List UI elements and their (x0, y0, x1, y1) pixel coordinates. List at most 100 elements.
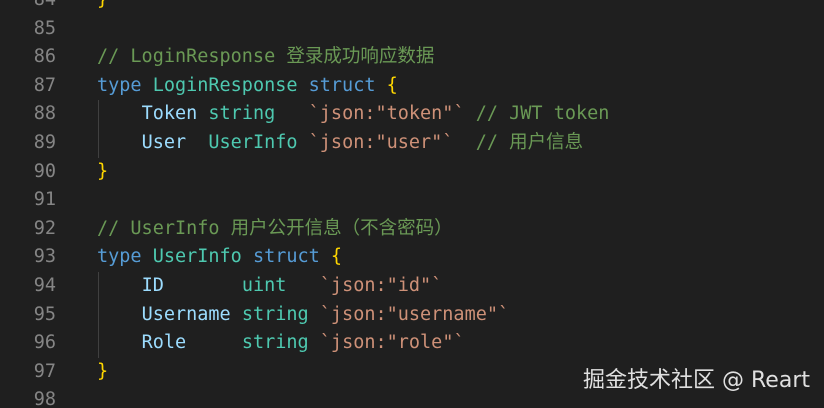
indent-guide (98, 100, 99, 129)
token-kw: struct (308, 74, 376, 96)
code-text: Role string `json:"role"` (97, 329, 465, 358)
token-space (320, 246, 331, 267)
code-text: } (97, 0, 108, 15)
token-cm: // JWT token (475, 103, 610, 125)
token-space (242, 246, 253, 267)
token-kw: type (97, 246, 142, 268)
token-br: } (97, 160, 109, 182)
token-fld: Username (141, 303, 231, 325)
code-line[interactable]: 85 (0, 15, 824, 44)
token-fld: Role (141, 332, 187, 354)
token-space (97, 275, 142, 296)
line-number: 89 (33, 131, 56, 153)
code-line[interactable]: 97} (0, 358, 824, 387)
code-text: User UserInfo `json:"user"` // 用户信息 (97, 129, 584, 158)
token-space (197, 103, 208, 124)
line-number: 90 (33, 160, 56, 182)
token-space (97, 132, 142, 153)
code-line[interactable]: 89 User UserInfo `json:"user"` // 用户信息 (0, 128, 824, 158)
line-number: 86 (33, 46, 56, 68)
code-text: Username string `json:"username"` (97, 301, 510, 330)
code-line[interactable]: 95 Username string `json:"username"` (0, 300, 824, 330)
token-ty: UserInfo (152, 246, 242, 268)
token-ty: UserInfo (208, 131, 298, 153)
code-text: // UserInfo 用户公开信息（不含密码） (97, 215, 453, 244)
token-br: { (386, 74, 398, 96)
code-text: type UserInfo struct { (97, 243, 342, 272)
token-ty: LoginResponse (152, 74, 298, 96)
token-space (142, 75, 153, 96)
code-text: type LoginResponse struct { (97, 72, 398, 101)
code-line[interactable]: 94 ID uint `json:"id"` (0, 271, 824, 301)
code-line[interactable]: 84} (0, 0, 824, 15)
token-fld: ID (141, 274, 164, 296)
line-number: 93 (33, 246, 56, 268)
token-br: } (97, 360, 109, 382)
token-ty: uint (241, 274, 287, 296)
token-str: `json:"token"` (308, 103, 465, 125)
indent-guide (98, 329, 99, 358)
token-space (186, 132, 208, 153)
code-line[interactable]: 88 Token string `json:"token"` // JWT to… (0, 100, 824, 129)
indent-guide (98, 128, 99, 158)
token-ty: string (241, 332, 309, 354)
line-number: 98 (33, 389, 56, 408)
code-line[interactable]: 90} (0, 158, 824, 187)
code-line[interactable]: 96 Role string `json:"role"` (0, 329, 824, 358)
token-br: { (330, 246, 343, 268)
token-space (186, 332, 242, 353)
line-number: 84 (0, 0, 56, 15)
code-text: // LoginResponse 登录成功响应数据 (97, 43, 434, 72)
token-space (375, 75, 386, 96)
code-line[interactable]: 92 // UserInfo 用户公开信息（不含密码） (0, 215, 824, 244)
token-space (231, 304, 242, 325)
code-line[interactable]: 93 type UserInfo struct { (0, 243, 824, 272)
token-space (97, 304, 142, 325)
code-line[interactable]: 91 (0, 186, 824, 215)
token-ty: string (241, 303, 309, 325)
code-text: ID uint `json:"id"` (97, 272, 443, 301)
token-space (275, 103, 308, 124)
code-text: } (97, 358, 108, 387)
token-space (286, 275, 319, 296)
token-space (465, 103, 476, 124)
token-space (142, 246, 153, 267)
token-space (164, 275, 242, 296)
token-str: `json:"username"` (319, 303, 510, 325)
watermark: 掘金技术社区 @ Reart (583, 368, 810, 393)
token-ty: string (208, 103, 276, 125)
token-cm: // 用户信息 (475, 131, 584, 153)
token-fld: User (141, 131, 187, 153)
token-space (453, 132, 475, 153)
token-str: `json:"role"` (319, 332, 465, 354)
line-number: 96 (33, 332, 56, 354)
code-text: Token string `json:"token"` // JWT token (97, 100, 610, 129)
token-str: `json:"id"` (319, 274, 443, 296)
token-str: `json:"user"` (308, 131, 454, 153)
line-number: 91 (33, 189, 56, 211)
token-space (309, 304, 320, 325)
token-space (97, 103, 142, 124)
line-number: 88 (33, 103, 56, 125)
token-br: } (97, 0, 108, 10)
token-cm: // UserInfo 用户公开信息（不含密码） (97, 217, 453, 239)
token-space (298, 75, 309, 96)
line-number: 97 (33, 360, 56, 382)
indent-guide (98, 271, 99, 301)
code-text: } (97, 158, 108, 187)
token-cm: // LoginResponse 登录成功响应数据 (97, 46, 435, 68)
token-space (97, 332, 142, 353)
code-line[interactable]: 86 // LoginResponse 登录成功响应数据 (0, 43, 824, 72)
token-fld: Token (141, 103, 198, 125)
line-number: 95 (33, 303, 56, 325)
line-number: 85 (33, 17, 56, 39)
token-kw: struct (252, 246, 320, 268)
code-line[interactable]: 98 (0, 386, 824, 408)
token-space (298, 132, 309, 153)
line-number: 92 (33, 217, 56, 239)
indent-guide (98, 300, 99, 330)
token-space (309, 332, 320, 353)
